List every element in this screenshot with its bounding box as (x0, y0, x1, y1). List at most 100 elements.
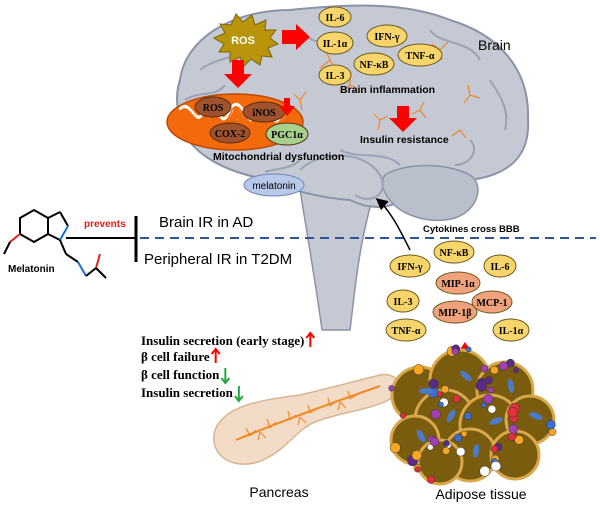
pancreas-effect-3: Insulin secretion (141, 385, 234, 400)
immune-cell-dot (498, 361, 509, 371)
adipose-cytokine-5: MIP-1β (432, 300, 478, 324)
immune-cell-dot (546, 419, 556, 430)
adipose-cytokine-6: MCP-1 (471, 290, 513, 314)
increase-arrow (305, 331, 316, 347)
adipose-cytokine-4: IL-3 (386, 289, 420, 313)
immune-cell-dot (479, 465, 491, 477)
immune-cell-dot (427, 443, 434, 451)
adipocyte-nucleus (416, 429, 426, 443)
ros-to-mito-arrow (224, 60, 252, 88)
mito-item-label: COX-2 (215, 129, 246, 140)
immune-cell-dot (437, 401, 444, 408)
immune-cell-dot (453, 433, 463, 443)
immune-cell-dot (436, 391, 443, 397)
brain-cytokine-1: IFN-γ (366, 24, 408, 48)
insulin-resistance-label: Insulin resistance (360, 134, 449, 146)
melatonin-molecule (3, 208, 107, 279)
increase-arrow (210, 347, 221, 363)
immune-cell-dot (483, 394, 494, 404)
immune-cell-dot (465, 346, 472, 353)
immune-cell-dot (452, 394, 461, 403)
ros-to-cytokines-arrow (282, 24, 310, 50)
pancreas-effects-group: Insulin secretion (early stage)β cell fa… (141, 331, 316, 403)
immune-cell-dot (508, 424, 519, 434)
brain-cytokine-3-label: TNF-α (406, 51, 435, 62)
adipocyte-nucleus (507, 379, 515, 393)
immune-cell-dot (507, 406, 518, 418)
pancreas-illustration (213, 373, 400, 465)
pancreas-effect-1: β cell failure (141, 349, 210, 364)
adipose-cytokine-6-label: MCP-1 (476, 298, 507, 309)
adipose-cytokine-4-label: IL-3 (394, 297, 413, 308)
mito-item-2: COX-2 (209, 122, 251, 144)
mito-item-0: ROS (194, 96, 232, 118)
brain-red-arrows (224, 24, 417, 132)
mito-item-label: ROS (203, 103, 224, 114)
immune-cell-dot (490, 445, 499, 453)
adipocyte-nucleus (419, 388, 433, 394)
adipocyte-nucleus (529, 412, 543, 420)
brain-cytokine-2-label: IL-1α (323, 39, 348, 50)
brain-cytokine-0-label: IL-6 (326, 13, 345, 24)
immune-cell-dot (514, 435, 524, 445)
inflammation-to-ir-arrow (389, 106, 417, 132)
melatonin-oval (243, 173, 305, 197)
brain-ir-label: Brain IR in AD (159, 214, 253, 231)
immune-cell-dot (441, 385, 450, 394)
immune-cell-dot (548, 428, 557, 436)
adipose-cytokine-2: MIP-1α (435, 271, 481, 295)
immune-cell-dot (480, 364, 489, 373)
brain-cytokine-4-label: NF-κB (360, 60, 389, 71)
immune-cell-dot (507, 432, 516, 442)
immune-cell-dot (399, 412, 407, 419)
ros-burst: ROS (212, 13, 280, 67)
ros-burst-label: ROS (231, 35, 255, 47)
brain-inflammation-label: Brain inflammation (340, 84, 435, 96)
adipocyte (416, 438, 464, 486)
immune-cell-dot (411, 450, 423, 461)
adipose-cytokine-1: IFN-γ (389, 254, 431, 278)
adipose-cytokine-8: IL-1α (492, 318, 530, 342)
adipose-cytokine-2-label: MIP-1α (441, 279, 475, 290)
adipose-cytokine-3-label: IL-6 (491, 262, 510, 273)
mito-item-label: iNOS (252, 108, 276, 119)
brain-cytokine-2: IL-1α (316, 31, 354, 55)
immune-cell-dot (442, 446, 451, 455)
immune-cell-dot (413, 364, 425, 376)
adipose-cytokine-8-label: IL-1α (499, 326, 524, 337)
melatonin-label: Melatonin (8, 264, 55, 275)
decrease-arrow (234, 386, 244, 403)
mito-item-label: PGC1α (271, 130, 303, 141)
immune-cell-dot (475, 380, 487, 392)
mito-item-group: ROS iNOS COX-2 PGC1α (194, 96, 309, 146)
peripheral-ir-label: Peripheral IR in T2DM (144, 251, 292, 268)
mito-dysfunction-label: Mitochondrial dysfunction (213, 151, 344, 163)
immune-cell-dot (388, 385, 395, 392)
adipose-cytokine-7-label: TNF-α (392, 326, 421, 337)
decrease-arrow (220, 368, 231, 385)
adipose-cytokine-0: NF-κB (433, 240, 475, 264)
adipose-cytokine-7: TNF-α (385, 318, 427, 342)
immune-cell-dot (461, 430, 468, 437)
immune-cell-dot (430, 409, 441, 420)
immune-cell-dot (490, 461, 502, 472)
immune-cell-dot (426, 475, 436, 484)
immune-cell-dot (428, 378, 439, 389)
immune-cell-dot (451, 348, 459, 356)
adipocyte-nucleus (472, 444, 480, 458)
pancreas-label: Pancreas (249, 484, 308, 500)
adipose-tissue-illustration (388, 344, 557, 486)
adipose-label: Adipose tissue (435, 486, 526, 502)
immune-cell-dot (487, 386, 494, 394)
brain-label: Brain (478, 37, 511, 53)
immune-cell-dot (490, 365, 499, 375)
immune-cell-dot (463, 412, 473, 421)
mito-item-1: iNOS (242, 101, 286, 123)
adipose-cytokine-1-label: IFN-γ (397, 262, 423, 273)
immune-cell-dot (513, 367, 519, 374)
adipocyte-nucleus (446, 409, 456, 423)
brain-cytokine-3: TNF-α (397, 43, 443, 67)
